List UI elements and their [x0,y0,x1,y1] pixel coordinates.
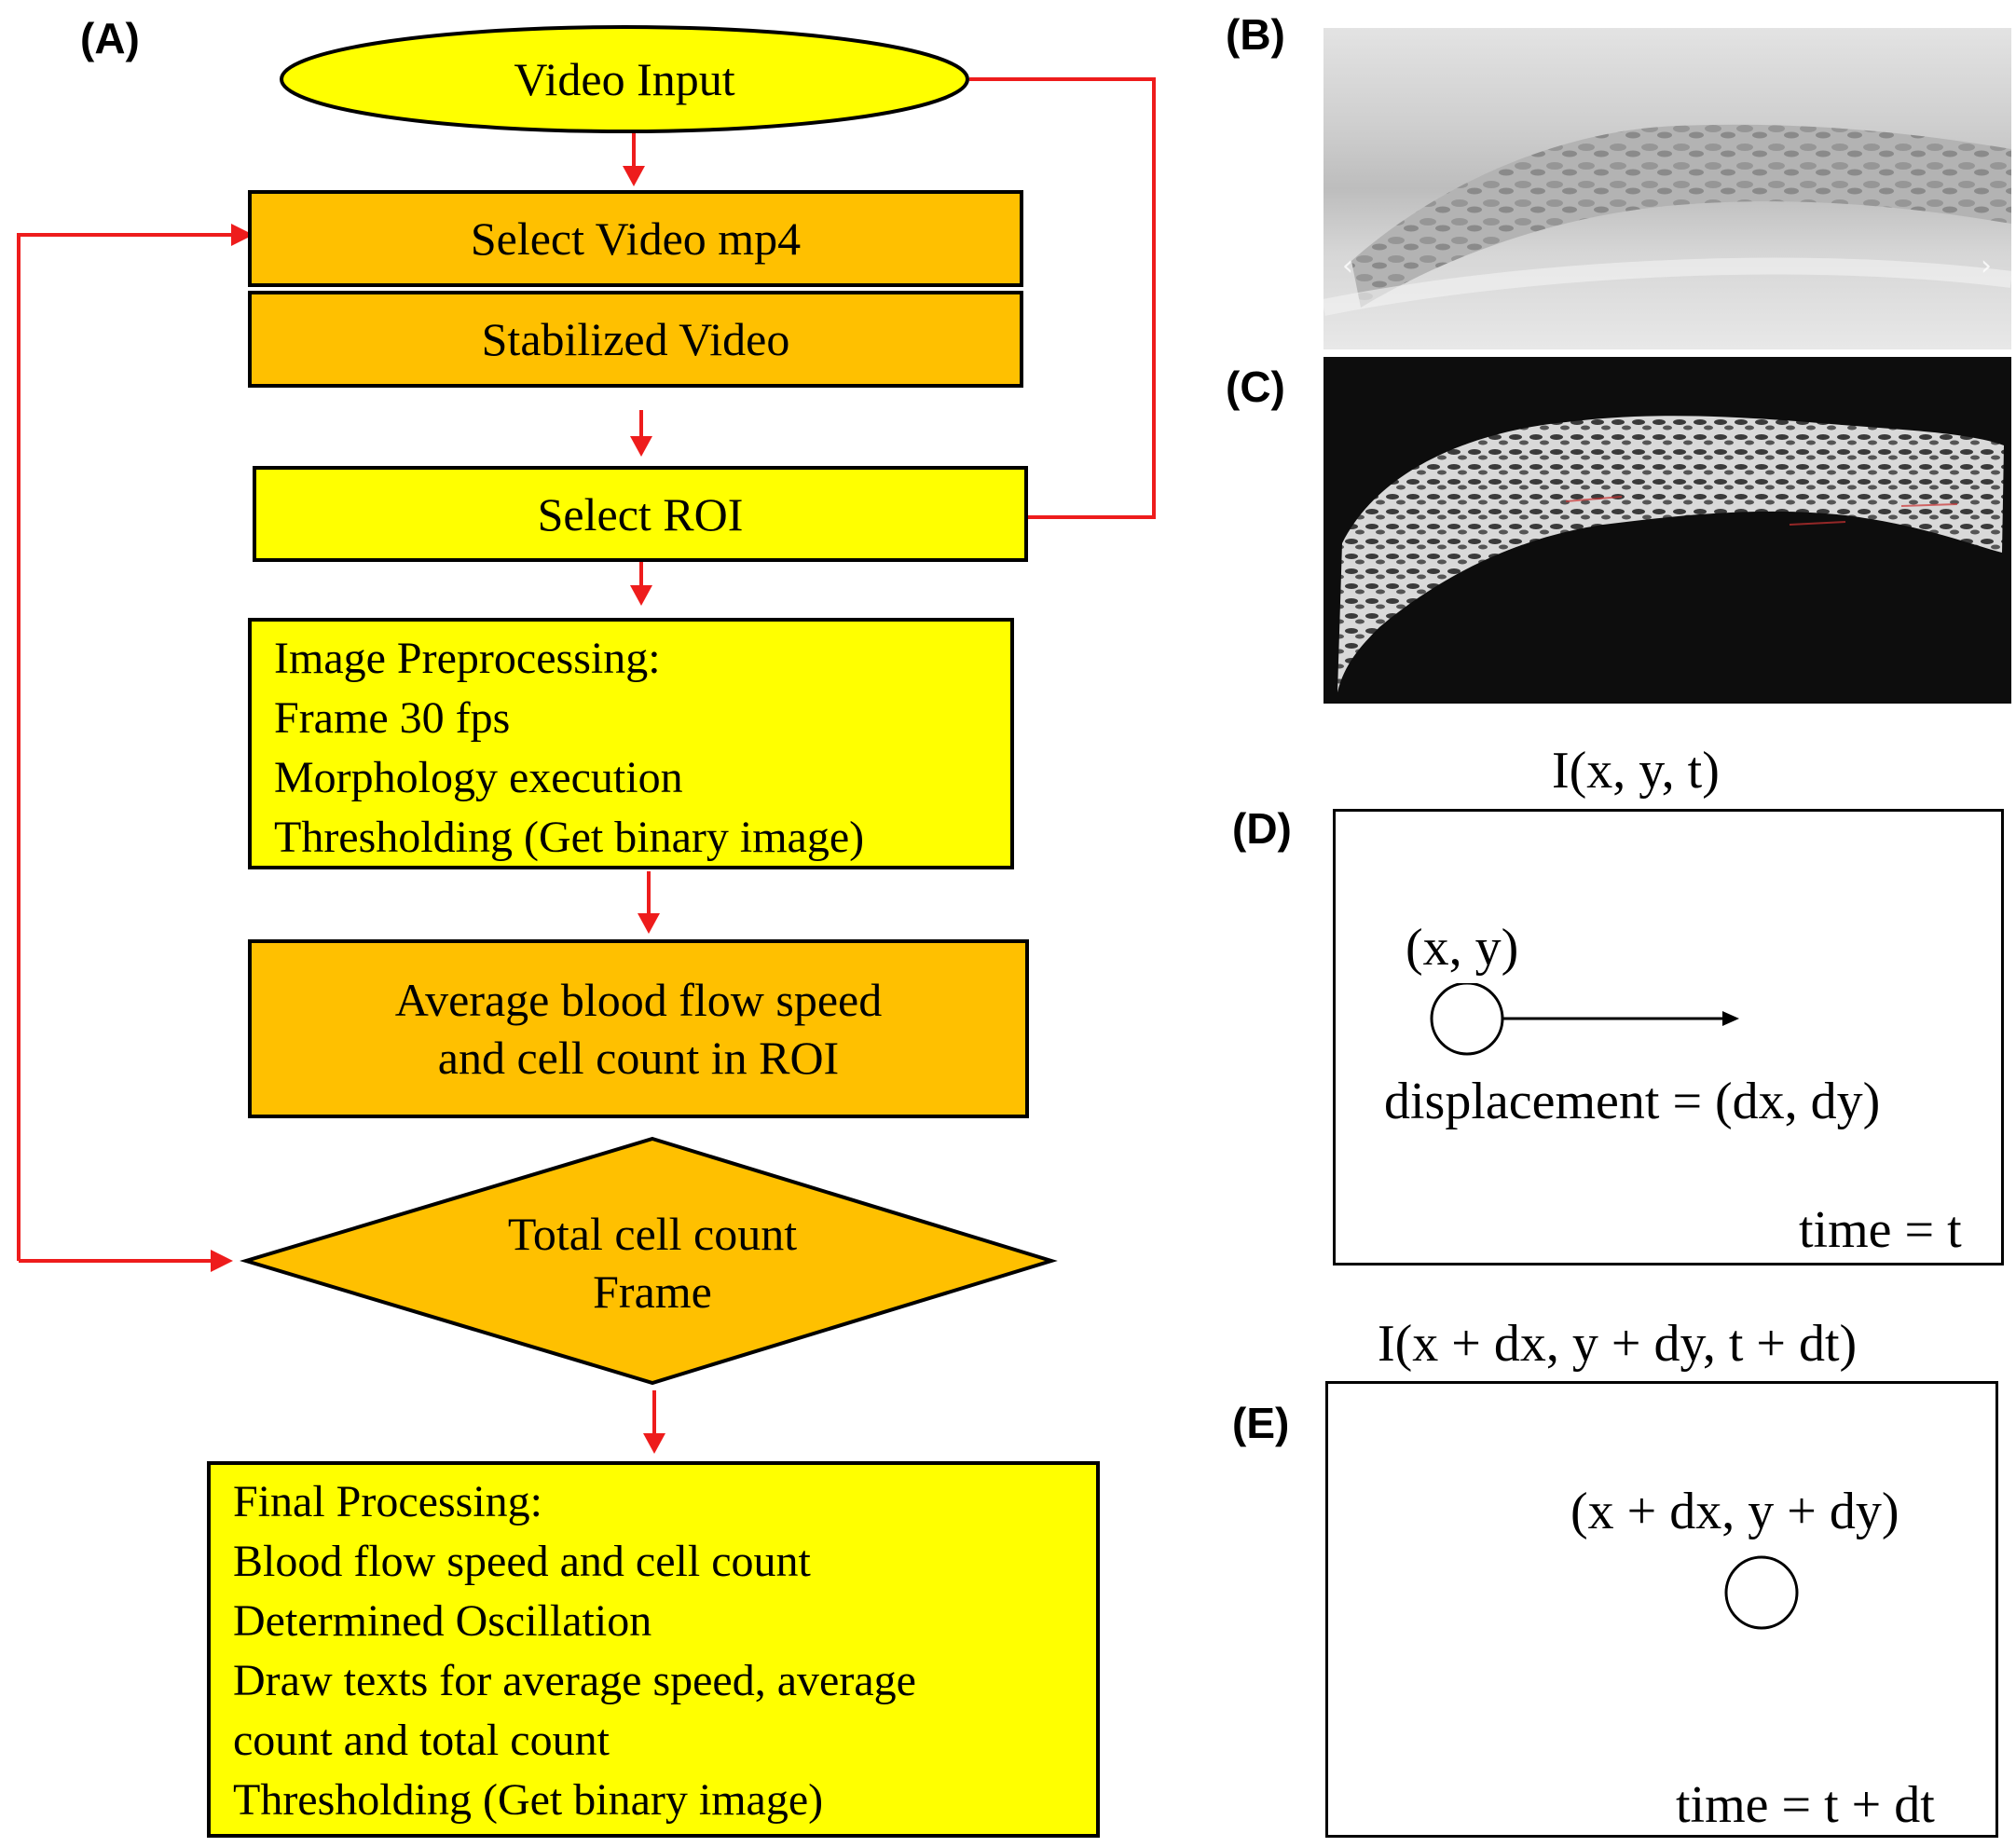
microscope-frame-image: ‹ › [1323,28,2011,349]
frame-e [1325,1381,1998,1838]
frame-e-point-label: (x + dx, y + dy) [1570,1483,1899,1540]
panel-label-a: (A) [80,14,140,62]
frame-d-particle [1430,983,1739,1056]
average-box: Average blood flow speed and cell count … [248,939,1029,1118]
frame-e-particle [1724,1555,1799,1630]
displacement-arrowhead [1722,1011,1739,1026]
select-roi-label: Select ROI [537,487,744,540]
frame-e-time: time = t + dt [1676,1776,1935,1834]
panel-label-c: (C) [1226,363,1285,411]
preprocessing-line: Frame 30 fps [274,693,511,743]
frame-d-title: I(x, y, t) [1552,742,1720,800]
video-input-label: Video Input [514,53,735,105]
final-line: count and total count [233,1716,610,1765]
final-line: Final Processing: [233,1477,542,1526]
frame-d-displacement: displacement = (dx, dy) [1384,1073,1881,1130]
decision-label: Total cell count Frame [391,1202,913,1323]
preprocessing-box: Image Preprocessing: Frame 30 fps Morpho… [248,618,1014,869]
panel-label-d: (D) [1232,804,1292,853]
svg-text:›: › [1981,250,1992,282]
panel-label-e: (E) [1232,1399,1290,1447]
arrowhead [623,166,645,186]
final-line: Determined Oscillation [233,1596,652,1646]
segmented-vessel-image [1323,357,2011,704]
particle-circle [1430,983,1504,1056]
select-roi-box: Select ROI [253,466,1028,562]
stabilized-video-box: Stabilized Video [248,291,1023,388]
frame-e-title: I(x + dx, y + dy, t + dt) [1378,1315,1858,1373]
arrowhead [638,913,660,934]
frame-d [1333,809,2004,1266]
video-input-ellipse [280,25,969,133]
arrowhead [630,585,652,606]
final-line: Thresholding (Get binary image) [233,1775,824,1825]
select-video-label: Select Video mp4 [470,212,802,265]
final-line: Draw texts for average speed, average [233,1656,916,1705]
frame-d-point-label: (x, y) [1406,919,1519,977]
average-line: Average blood flow speed [394,974,883,1026]
arrowhead [630,436,652,457]
panel-label-b: (B) [1226,10,1285,59]
arrowhead [231,224,254,246]
loop-roi-to-input [969,77,1156,519]
decision-line: Total cell count [507,1208,798,1260]
particle-circle [1724,1555,1799,1630]
svg-text:‹: ‹ [1342,250,1353,282]
decision-line: Frame [593,1266,712,1318]
select-video-box: Select Video mp4 [248,190,1023,287]
preprocessing-line: Morphology execution [274,753,683,802]
decision-diamond [240,1136,1058,1386]
arrowhead [211,1250,233,1272]
loop-left-vertical [17,233,233,1261]
average-line: and cell count in ROI [437,1032,840,1084]
final-processing-box: Final Processing: Blood flow speed and c… [207,1461,1100,1838]
preprocessing-line: Thresholding (Get binary image) [274,813,865,862]
stabilized-video-label: Stabilized Video [481,313,790,365]
preprocessing-line: Image Preprocessing: [274,634,661,683]
arrowhead [643,1433,665,1454]
final-line: Blood flow speed and cell count [233,1537,811,1586]
frame-d-time: time = t [1799,1201,1962,1259]
